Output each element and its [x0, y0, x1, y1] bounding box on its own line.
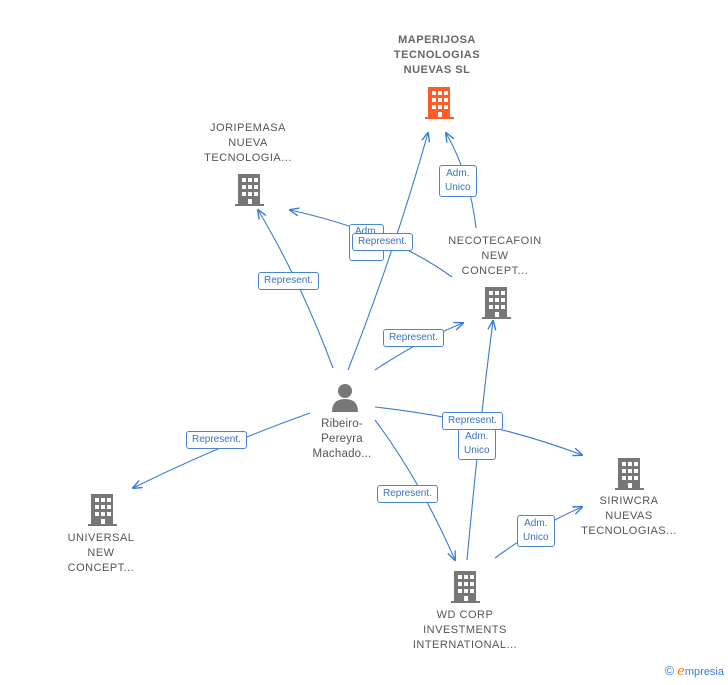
copyright-icon: © — [664, 663, 675, 678]
edge-label-represent[interactable]: Represent. — [352, 233, 413, 251]
node-label-siriwcra[interactable]: SIRIWCRA NUEVAS TECNOLOGIAS... — [554, 494, 704, 539]
node-label-necotecafoin[interactable]: NECOTECAFOIN NEW CONCEPT... — [420, 234, 570, 279]
node-label-line: WD CORP — [436, 609, 494, 621]
edge-label-represent[interactable]: Represent. — [442, 412, 503, 430]
edge-label-line: Represent. — [264, 275, 313, 286]
node-label-line: NEW — [481, 250, 509, 262]
node-label-line: NUEVAS SL — [403, 64, 471, 76]
edge-label-line: Adm. — [465, 431, 489, 442]
edge-label-line: Unico — [464, 445, 490, 456]
node-label-line: Ribeiro- — [321, 418, 363, 430]
node-label-line: NECOTECAFOIN — [448, 235, 542, 247]
edge-label-line: Adm. — [524, 518, 548, 529]
edge-label-represent[interactable]: Represent. — [377, 485, 438, 503]
brand-logo-initial: e — [677, 664, 685, 679]
brand-logo-text: mpresia — [684, 666, 724, 678]
node-label-joripemasa[interactable]: JORIPEMASA NUEVA TECNOLOGIA... — [173, 121, 323, 166]
node-label-line: JORIPEMASA — [210, 122, 286, 134]
edge-label-adm-unico[interactable]: Adm. Unico — [439, 165, 477, 197]
footer-credit[interactable]: ©empresia — [665, 663, 724, 679]
node-label-line: NUEVAS — [605, 510, 653, 522]
node-label-line: INVESTMENTS — [423, 624, 507, 636]
node-label-line: NUEVA — [228, 137, 268, 149]
node-label-person[interactable]: Ribeiro- Pereyra Machado... — [267, 417, 417, 462]
edge-label-adm-unico[interactable]: Adm. Unico — [458, 428, 496, 460]
node-label-maperijosa[interactable]: MAPERIJOSA TECNOLOGIAS NUEVAS SL — [362, 33, 512, 78]
edge-label-represent[interactable]: Represent. — [383, 329, 444, 347]
node-label-line: Pereyra — [321, 433, 363, 445]
edge-label-line: Represent. — [192, 434, 241, 445]
edge-label-line: Unico — [523, 532, 549, 543]
node-label-line: MAPERIJOSA — [398, 34, 476, 46]
edge-label-line: Represent. — [389, 332, 438, 343]
node-label-line: CONCEPT... — [461, 265, 529, 277]
node-label-line: TECNOLOGIAS — [393, 49, 481, 61]
building-icon[interactable] — [481, 285, 513, 319]
building-icon[interactable] — [450, 569, 482, 603]
node-label-line: NEW — [87, 547, 115, 559]
person-icon[interactable] — [330, 382, 360, 412]
building-icon[interactable] — [87, 492, 119, 526]
node-label-universal[interactable]: UNIVERSAL NEW CONCEPT... — [26, 531, 176, 576]
node-label-wdcorp[interactable]: WD CORP INVESTMENTS INTERNATIONAL... — [390, 608, 540, 653]
edge-label-line: Represent. — [448, 415, 497, 426]
node-label-line: CONCEPT... — [67, 562, 135, 574]
building-icon[interactable] — [234, 172, 266, 206]
edge-label-line: Unico — [445, 182, 471, 193]
edge-label-line: Represent. — [383, 488, 432, 499]
edge-label-adm-unico[interactable]: Adm. Unico — [517, 515, 555, 547]
edge-label-represent[interactable]: Represent. — [258, 272, 319, 290]
node-label-line: TECNOLOGIAS... — [581, 525, 677, 537]
building-icon[interactable] — [614, 456, 646, 490]
node-label-line: INTERNATIONAL... — [412, 639, 518, 651]
edge-label-represent[interactable]: Represent. — [186, 431, 247, 449]
node-label-line: TECNOLOGIA... — [204, 152, 292, 164]
node-label-line: SIRIWCRA — [599, 495, 659, 507]
edge-label-line: Adm. — [446, 168, 470, 179]
building-icon[interactable] — [424, 85, 456, 119]
edge-label-line: Represent. — [358, 236, 407, 247]
edge-label-line: Adm. — [355, 226, 379, 237]
node-label-line: Machado... — [312, 448, 372, 460]
node-label-line: UNIVERSAL — [67, 532, 135, 544]
